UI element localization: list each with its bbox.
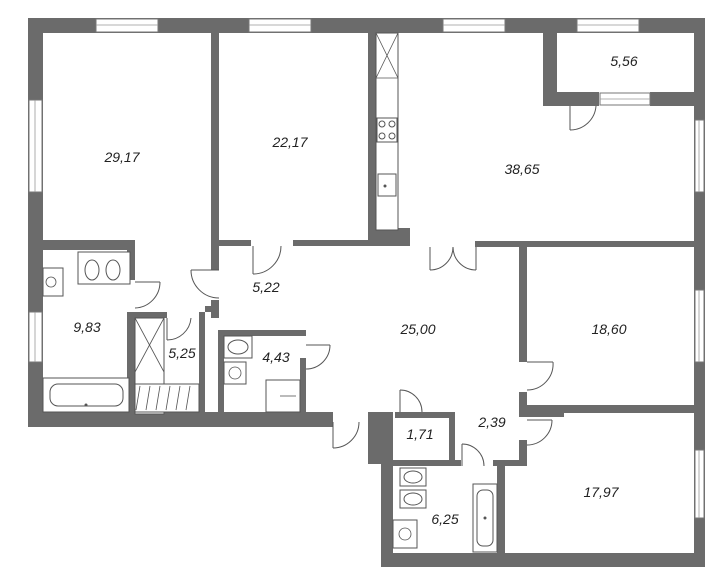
window-right-1 — [694, 119, 705, 193]
room-area-label: 18,60 — [591, 321, 626, 337]
door-room-4 — [569, 105, 597, 131]
wc-fixtures — [223, 335, 301, 413]
window-top-3 — [442, 18, 506, 33]
window-top-5 — [599, 92, 651, 106]
room-area-label: 1,71 — [406, 426, 433, 442]
room-area-label: 29,17 — [103, 149, 140, 165]
room-area-label: 6,25 — [431, 511, 458, 527]
room-area-label: 25,00 — [399, 321, 435, 337]
bathroom-bottom-fixtures — [392, 467, 498, 553]
area-labels: 29,17 22,17 38,65 5,56 5,22 9,83 5,25 4,… — [73, 53, 637, 527]
room-area-label: 9,83 — [73, 319, 100, 335]
kitchen-counter — [375, 32, 399, 231]
window-right-3 — [694, 449, 705, 519]
room-area-label: 38,65 — [504, 161, 539, 177]
windows — [28, 18, 705, 519]
room-area-label: 5,22 — [252, 279, 279, 295]
window-top-2 — [248, 18, 312, 33]
bathtub-icon — [42, 377, 130, 413]
room-area-label: 4,43 — [262, 349, 289, 365]
stove-icon — [376, 117, 398, 143]
interior-walls — [43, 30, 694, 567]
sink-icon — [377, 173, 397, 197]
room-area-label: 22,17 — [271, 134, 308, 150]
wardrobe — [134, 317, 200, 415]
door-entry — [332, 421, 360, 449]
door-kitchen-double — [429, 246, 477, 271]
room-area-label: 5,56 — [610, 53, 637, 69]
door-closet — [399, 389, 423, 413]
door-room-10 — [526, 361, 554, 391]
door-bath-left — [134, 281, 161, 309]
room-area-label: 2,39 — [477, 414, 505, 430]
door-bath-bottom — [461, 443, 485, 467]
room-area-label: 5,25 — [168, 345, 195, 361]
door-room-13 — [526, 419, 553, 446]
window-left-2 — [28, 311, 43, 363]
door-wc — [305, 344, 331, 370]
window-left-1 — [28, 99, 43, 193]
window-top-1 — [95, 18, 159, 33]
room-area-label: 17,97 — [583, 484, 619, 500]
bathtub-icon — [472, 483, 498, 553]
door-dressing — [166, 317, 192, 341]
door-room-1 — [190, 269, 220, 299]
doors — [134, 105, 597, 467]
window-top-4 — [576, 18, 640, 33]
window-right-2 — [694, 289, 705, 363]
door-room-2 — [252, 245, 282, 275]
bathroom-left-fixtures — [42, 251, 131, 413]
